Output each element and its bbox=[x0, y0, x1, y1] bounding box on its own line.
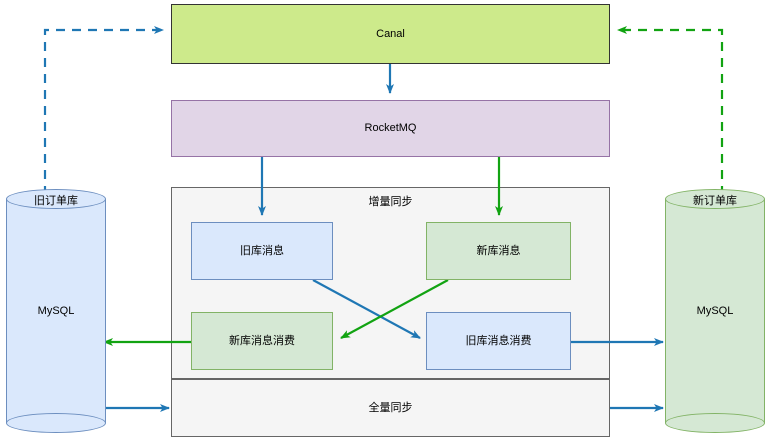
node-new-db-message-consume-label: 新库消息消费 bbox=[229, 334, 295, 347]
node-new-order-database-engine: MySQL bbox=[696, 305, 734, 317]
node-rocketmq-label: RocketMQ bbox=[364, 122, 417, 135]
node-old-order-database-engine: MySQL bbox=[37, 305, 75, 317]
cylinder-bottom-ellipse bbox=[6, 413, 106, 433]
node-new-order-database[interactable]: 新订单库 MySQL bbox=[665, 189, 765, 433]
node-new-order-database-title: 新订单库 bbox=[693, 195, 737, 207]
node-canal-label: Canal bbox=[376, 27, 405, 40]
node-rocketmq[interactable]: RocketMQ bbox=[171, 100, 610, 157]
container-full-sync[interactable]: 全量同步 bbox=[171, 379, 610, 437]
edge-new-db-to-canal bbox=[617, 26, 724, 195]
node-old-db-message-consume-label: 旧库消息消费 bbox=[465, 334, 532, 347]
container-incremental-sync-label: 增量同步 bbox=[368, 196, 413, 208]
node-canal[interactable]: Canal bbox=[171, 4, 610, 64]
node-new-db-message-label: 新库消息 bbox=[476, 244, 521, 257]
node-old-db-message-label: 旧库消息 bbox=[240, 244, 284, 257]
node-old-db-message-consume[interactable]: 旧库消息消费 bbox=[426, 312, 571, 370]
container-full-sync-label: 全量同步 bbox=[368, 401, 413, 414]
node-new-db-message-consume[interactable]: 新库消息消费 bbox=[191, 312, 333, 370]
node-new-db-message[interactable]: 新库消息 bbox=[426, 222, 571, 280]
cylinder-bottom-ellipse bbox=[665, 413, 765, 433]
cylinder-body bbox=[665, 199, 765, 423]
node-old-order-database[interactable]: 旧订单库 MySQL bbox=[6, 189, 106, 433]
node-old-db-message[interactable]: 旧库消息 bbox=[191, 222, 333, 280]
node-old-order-database-title: 旧订单库 bbox=[34, 195, 78, 207]
cylinder-body bbox=[6, 199, 106, 423]
edge-old-db-to-canal bbox=[43, 26, 164, 195]
